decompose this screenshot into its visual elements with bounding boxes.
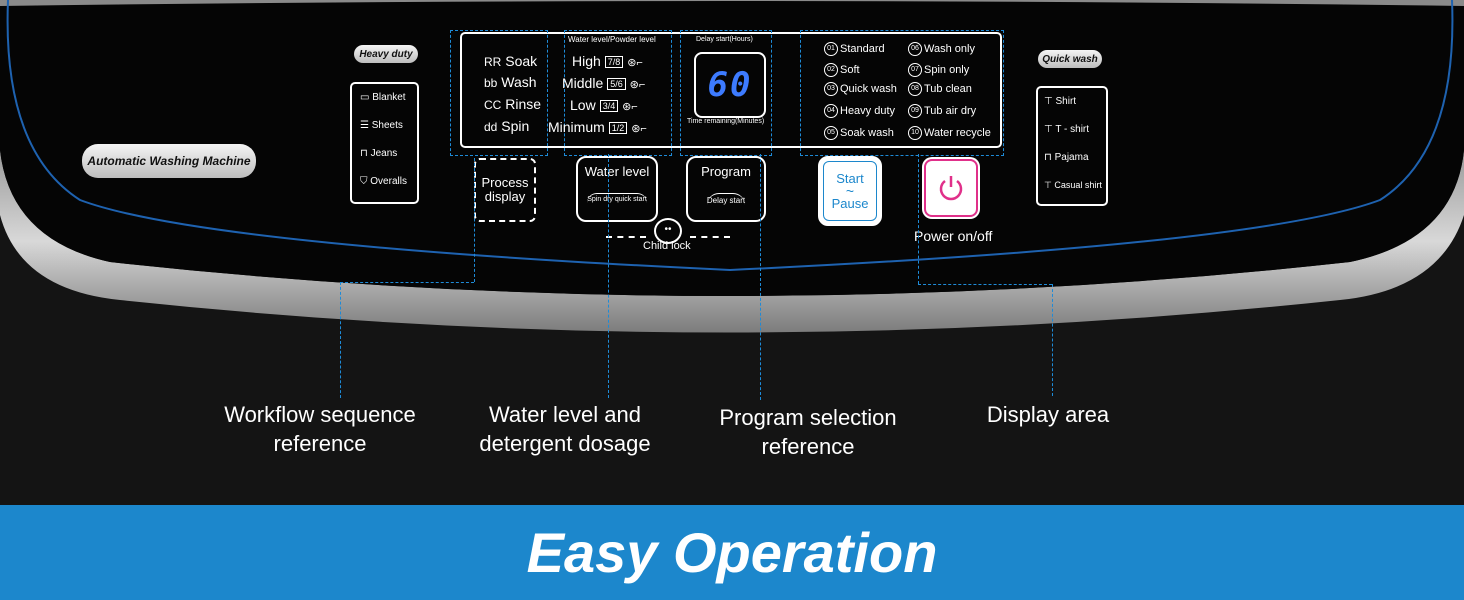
display-callout: Display area	[986, 402, 1110, 427]
display-connector	[1052, 284, 1053, 396]
quick-wash-title: Quick wash	[1042, 53, 1098, 65]
process-item: bb Wash	[484, 74, 537, 90]
workflow-connector	[474, 158, 475, 282]
workflow-connector	[340, 282, 474, 283]
display-value: 60	[707, 65, 753, 105]
child-lock-label: Child lock	[643, 240, 691, 252]
quick-wash-item: ⊤ Casual shirt	[1044, 180, 1102, 190]
quick-wash-item: ⊤ T - shirt	[1044, 124, 1090, 135]
display-connector	[918, 284, 1052, 285]
process-item: dd Spin	[484, 118, 530, 134]
quick-wash-list: ⊤ Shirt ⊤ T - shirt ⊓ Pajama ⊤ Casual sh…	[1036, 86, 1108, 206]
banner-title: Easy Operation	[526, 521, 938, 584]
heavy-duty-item: ⊓ Jeans	[360, 148, 398, 159]
powder-icon: ⊛⌐	[629, 79, 646, 91]
heavy-duty-title: Heavy duty	[359, 48, 413, 60]
power-label: Power on/off	[914, 228, 993, 244]
shirt-icon: ⊤	[1044, 96, 1056, 107]
heavy-duty-item: ⛉ Overalls	[360, 176, 407, 187]
workflow-connector	[340, 282, 341, 398]
tshirt-icon: ⊤	[1044, 124, 1056, 135]
overalls-icon: ⛉	[360, 176, 371, 187]
power-icon	[939, 176, 963, 201]
heavy-duty-item: ☰ Sheets	[360, 120, 403, 131]
display-zone	[680, 30, 772, 156]
program-button[interactable]: Program Delay start	[686, 156, 766, 222]
delay-start-label: Delay start(Hours)	[696, 36, 753, 43]
powder-icon: ⊛⌐	[627, 57, 643, 69]
child-lock-line	[690, 236, 730, 238]
power-button[interactable]	[922, 157, 980, 219]
sheets-icon: ☰	[360, 120, 372, 131]
water-level-zone	[564, 30, 672, 156]
brand-badge: Automatic Washing Machine	[82, 144, 256, 178]
brand-text: Automatic Washing Machine	[87, 154, 251, 168]
blanket-icon: ▭	[360, 92, 373, 103]
powder-icon: ⊛⌐	[622, 101, 638, 113]
quick-wash-badge: Quick wash	[1038, 50, 1102, 68]
water-level-header: Water level/Powder level	[568, 35, 656, 44]
display-connector	[918, 154, 919, 284]
heavy-duty-item: ▭ Blanket	[360, 92, 406, 103]
workflow-callout: Workflow sequence reference	[224, 402, 416, 456]
process-item: RR Soak	[484, 53, 538, 69]
time-remaining-label: Time remaining(Minutes)	[687, 118, 765, 125]
process-zone	[450, 30, 548, 156]
water-connector	[608, 154, 609, 398]
powder-icon: ⊛⌐	[631, 123, 647, 135]
process-display-button[interactable]: Process display	[474, 158, 536, 222]
heavy-duty-list: ▭ Blanket ☰ Sheets ⊓ Jeans ⛉ Overalls	[350, 82, 419, 204]
start-pause-button[interactable]: Start ~ Pause	[818, 156, 882, 226]
quick-wash-item: ⊓ Pajama	[1044, 152, 1089, 163]
program-zone	[800, 30, 1004, 156]
digital-display: 60	[694, 52, 766, 118]
pajama-icon: ⊓	[1044, 152, 1055, 163]
casual-shirt-icon: ⊤	[1044, 180, 1055, 190]
heavy-duty-badge: Heavy duty	[354, 45, 418, 63]
jeans-icon: ⊓	[360, 148, 371, 159]
wave-icon: ~	[845, 183, 855, 199]
program-callout: Program selection reference	[719, 405, 897, 459]
water-callout: Water level and detergent dosage	[479, 402, 651, 456]
quick-wash-item: ⊤ Shirt	[1044, 96, 1077, 107]
program-connector	[760, 154, 761, 400]
child-lock-icon: ••	[654, 218, 682, 244]
child-lock-line	[606, 236, 646, 238]
control-frame	[460, 32, 1002, 148]
water-level-button[interactable]: Water level Spin dry quick start	[576, 156, 658, 222]
process-item: CC Rinse	[484, 96, 542, 112]
banner: Easy Operation	[0, 505, 1464, 600]
